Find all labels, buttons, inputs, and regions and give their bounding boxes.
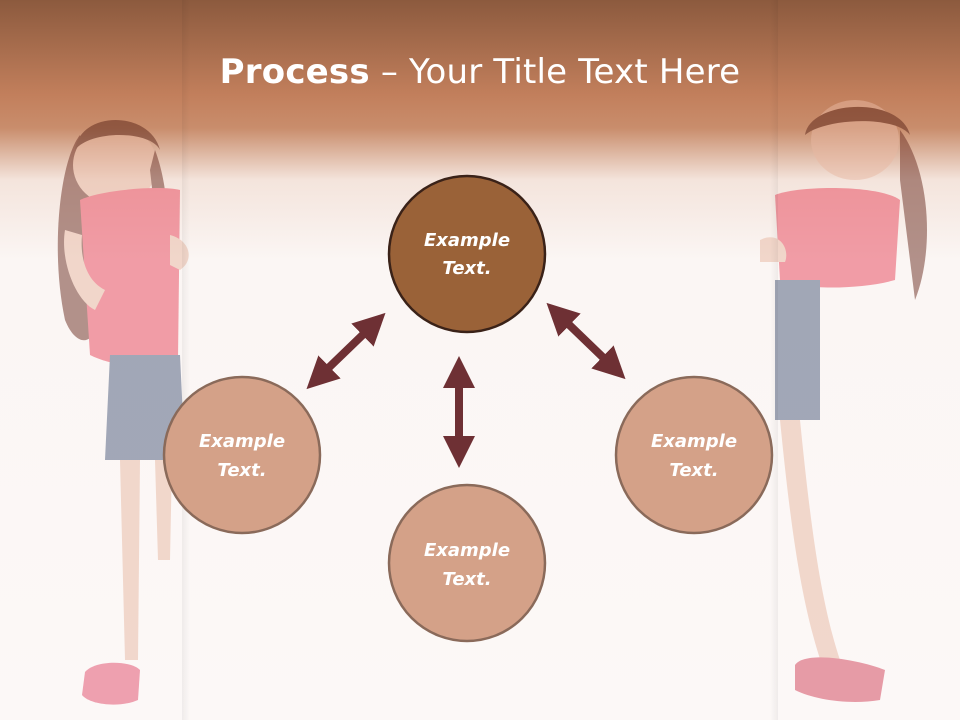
left-panel-edge	[182, 0, 190, 720]
slide-title[interactable]: Process – Your Title Text Here	[0, 52, 960, 92]
title-rest: Your Title Text Here	[409, 52, 741, 92]
node-left[interactable]: Example Text.	[162, 375, 322, 535]
title-bold: Process	[219, 52, 370, 92]
node-bottom-line1: Example	[424, 540, 510, 561]
node-left-line1: Example	[199, 431, 285, 452]
node-bottom-line2: Text.	[442, 569, 491, 590]
node-right-line2: Text.	[669, 460, 718, 481]
girl-left-image	[57, 120, 189, 705]
node-left-line2: Text.	[217, 460, 266, 481]
node-top-line2: Text.	[442, 258, 491, 279]
arrow-top-left	[306, 312, 386, 390]
node-right-line1: Example	[651, 431, 737, 452]
node-right[interactable]: Example Text.	[614, 375, 774, 535]
girl-right-image	[760, 100, 927, 702]
arrow-top-right	[546, 302, 626, 380]
node-top-line1: Example	[424, 230, 510, 251]
node-top[interactable]: Example Text.	[387, 174, 547, 334]
node-bottom[interactable]: Example Text.	[387, 483, 547, 643]
title-separator: –	[369, 52, 410, 92]
